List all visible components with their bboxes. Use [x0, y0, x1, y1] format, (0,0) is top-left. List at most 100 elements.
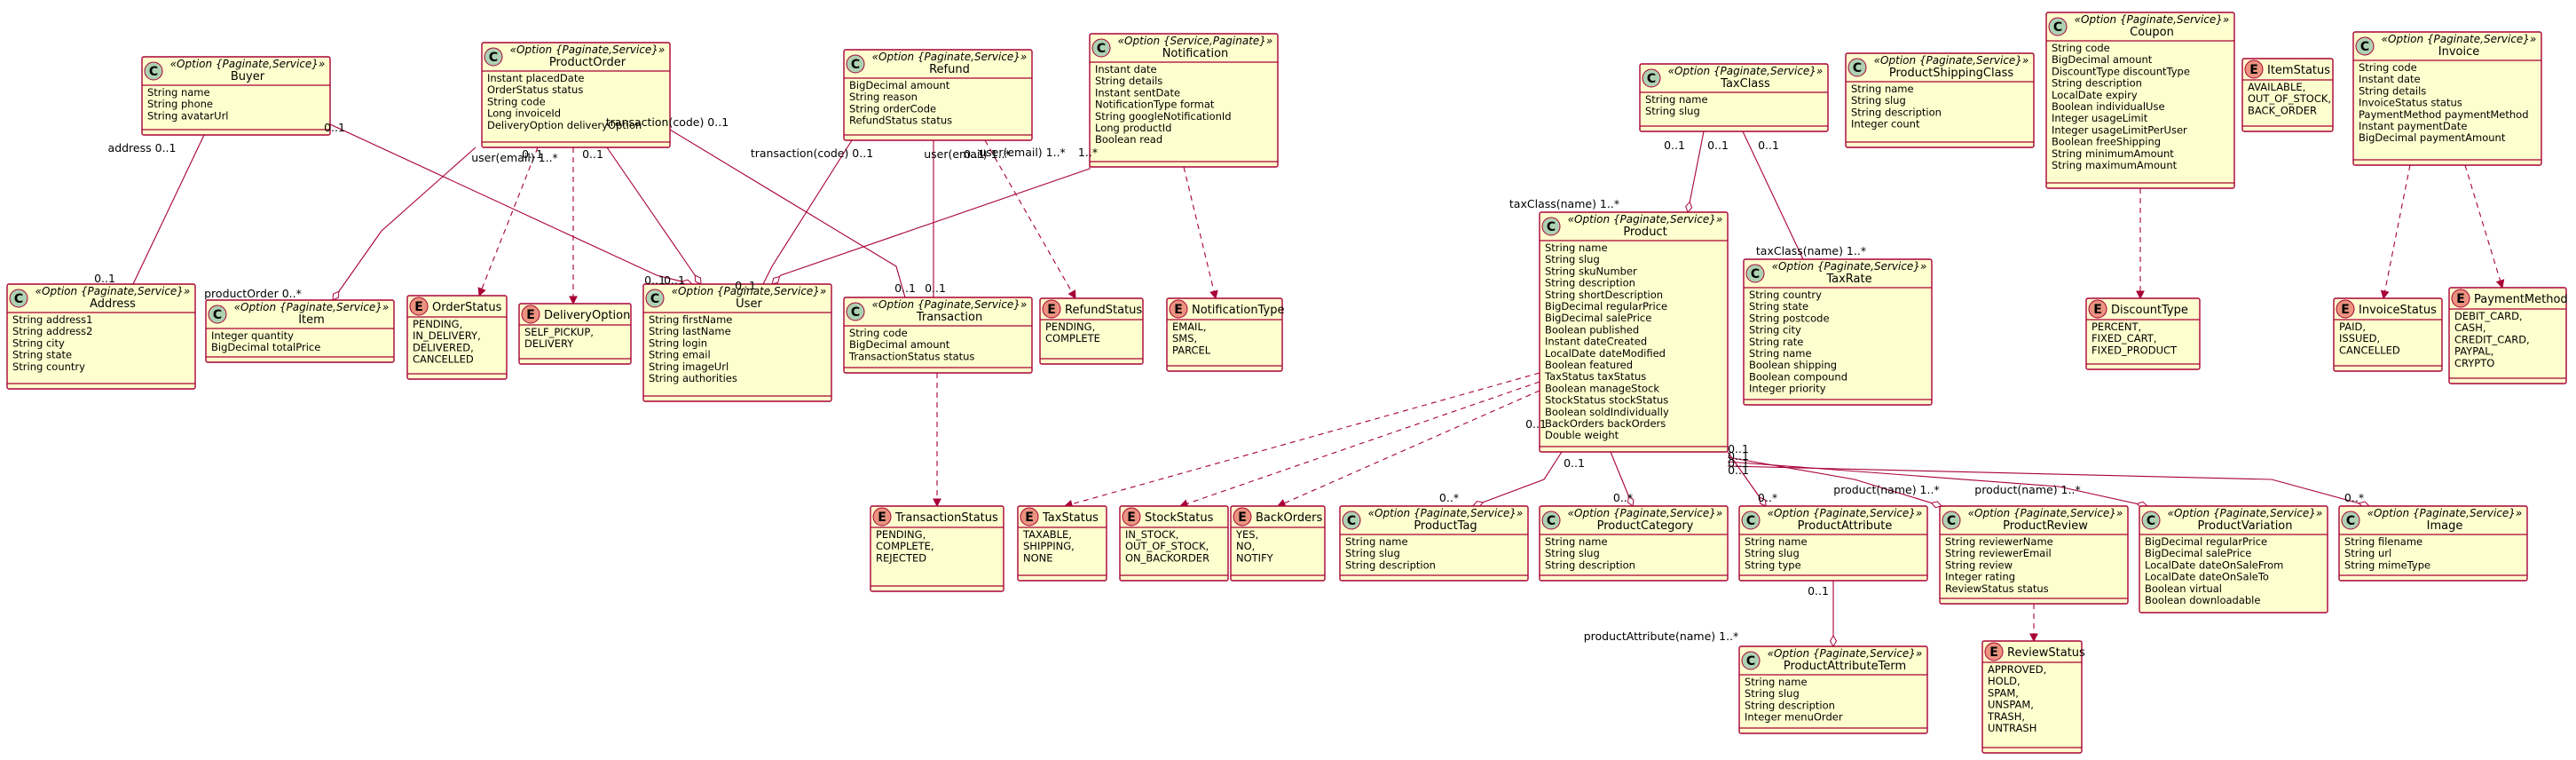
class-attribute: RefundStatus status [849, 115, 952, 127]
class-icon-letter: C [851, 305, 860, 320]
class-stereotype: «Option {Paginate,Service}» [1772, 260, 1927, 273]
enum-icon [1020, 507, 1039, 526]
class-box-productreview[interactable]: C«Option {Paginate,Service}»ProductRevie… [1939, 505, 2129, 605]
class-attribute: String slug [1545, 253, 1600, 265]
class-box-coupon[interactable]: C«Option {Paginate,Service}»CouponString… [2045, 12, 2235, 189]
class-box-producttag[interactable]: C«Option {Paginate,Service}»ProductTagSt… [1339, 505, 1529, 582]
arrowhead [1209, 289, 1218, 300]
class-attribute: TAXABLE, [1022, 528, 1072, 541]
box-frame [2448, 287, 2567, 384]
class-icon [1541, 217, 1561, 236]
class-icon-letter: E [878, 511, 886, 525]
class-attribute: Boolean virtual [2145, 582, 2222, 595]
class-attribute: String googleNotificationId [1095, 110, 1232, 123]
class-attribute: SPAM, [1988, 686, 2019, 699]
class-attribute: HOLD, [1988, 675, 2021, 687]
class-box-refund[interactable]: C«Option {Paginate,Service}»RefundBigDec… [843, 49, 1033, 141]
class-attribute: String city [12, 336, 65, 349]
class-attribute: BackOrders backOrders [1545, 417, 1666, 430]
class-name: Image [2427, 519, 2463, 533]
class-attribute: BigDecimal amount [2052, 53, 2153, 66]
class-attribute: Integer usageLimit [2052, 112, 2148, 124]
class-box-buyer[interactable]: C«Option {Paginate,Service}»BuyerString … [141, 56, 331, 136]
class-stereotype: «Option {Paginate,Service}» [1768, 647, 1923, 660]
class-attribute: String details [2359, 84, 2426, 97]
class-box-taxclass[interactable]: C«Option {Paginate,Service}»TaxClassStri… [1639, 63, 1829, 132]
class-name: TransactionStatus [894, 511, 998, 525]
class-attribute: Boolean shipping [1749, 359, 1837, 371]
class-icon-letter: E [414, 300, 423, 314]
class-attribute: DELIVERY [524, 337, 574, 350]
class-attribute: PENDING, [876, 528, 926, 541]
class-attribute: String name [1745, 676, 1808, 688]
multiplicity-label: 0..1 [735, 279, 756, 292]
class-box-invoice[interactable]: C«Option {Paginate,Service}»InvoiceStrin… [2352, 31, 2542, 166]
arrowhead [569, 296, 578, 305]
multiplicity-label: transaction(code) 0..1 [606, 115, 729, 129]
class-box-productattribute[interactable]: C«Option {Paginate,Service}»ProductAttri… [1738, 505, 1928, 582]
class-icon [9, 289, 28, 308]
class-attribute: String type [1745, 558, 1801, 571]
class-box-image[interactable]: C«Option {Paginate,Service}»ImageString … [2338, 505, 2528, 582]
box-frame [1639, 63, 1829, 132]
class-box-productcategory[interactable]: C«Option {Paginate,Service}»ProductCateg… [1539, 505, 1729, 582]
class-icon-letter: E [1174, 303, 1183, 317]
class-name: TaxStatus [1042, 511, 1099, 525]
aggregation-diamond [771, 275, 781, 285]
class-attribute: CANCELLED [413, 353, 474, 366]
class-attribute: String description [1745, 699, 1835, 711]
multiplicity-label: 0..1 [324, 121, 345, 134]
multiplicity-label: 0..1 [664, 273, 685, 287]
class-box-notification[interactable]: C«Option {Service,Paginate}»Notification… [1089, 33, 1279, 168]
class-attribute: Long invoiceId [487, 107, 561, 120]
class-box-item[interactable]: C«Option {Paginate,Service}»ItemInteger … [205, 299, 395, 363]
class-attribute: BigDecimal amount [849, 79, 950, 91]
class-attribute: String rate [1749, 336, 1803, 348]
class-icon-letter: E [526, 308, 535, 322]
class-box-transaction[interactable]: C«Option {Paginate,Service}»TransactionS… [843, 297, 1033, 374]
enum-icon [872, 507, 892, 526]
class-box-productvariation[interactable]: C«Option {Paginate,Service}»ProductVaria… [2139, 505, 2328, 614]
class-box-productorder[interactable]: C«Option {Paginate,Service}»ProductOrder… [481, 42, 671, 148]
class-box-product[interactable]: C«Option {Paginate,Service}»ProductStrin… [1539, 211, 1729, 453]
class-box-address[interactable]: C«Option {Paginate,Service}»AddressStrin… [6, 283, 196, 390]
class-box-productattributeterm[interactable]: C«Option {Paginate,Service}»ProductAttri… [1738, 645, 1928, 734]
box-frame [141, 56, 331, 136]
association-line [332, 146, 477, 301]
multiplicity-label: taxClass(name) 1..* [1509, 197, 1619, 210]
class-box-taxrate[interactable]: C«Option {Paginate,Service}»TaxRateStrin… [1743, 258, 1933, 406]
aggregation-diamond [1759, 496, 1767, 507]
class-stereotype: «Option {Paginate,Service}» [35, 285, 191, 297]
multiplicity-label: taxClass(name) 1..* [1756, 244, 1866, 257]
enum-icon [2244, 59, 2264, 79]
class-icon-letter: C [1746, 514, 1755, 528]
class-attribute: String city [1749, 324, 1801, 336]
class-icon-letter: C [14, 292, 23, 306]
enum-icon [1169, 299, 1188, 319]
class-box-productshippingclass[interactable]: C«Option {Paginate,Service}»ProductShipp… [1845, 52, 2035, 148]
class-name: Coupon [2130, 26, 2174, 39]
arrowhead [2380, 289, 2390, 300]
class-attribute: String slug [1851, 94, 1906, 107]
class-attribute: OUT_OF_STOCK, [1125, 540, 1209, 552]
enum-icon [409, 297, 429, 316]
class-boxes: C«Option {Paginate,Service}»BuyerString … [6, 12, 2568, 754]
class-attribute: BigDecimal salePrice [1545, 312, 1651, 324]
class-attribute: Instant date [1095, 63, 1157, 75]
class-attribute: String name [1851, 83, 1914, 95]
arrowhead [933, 498, 941, 508]
